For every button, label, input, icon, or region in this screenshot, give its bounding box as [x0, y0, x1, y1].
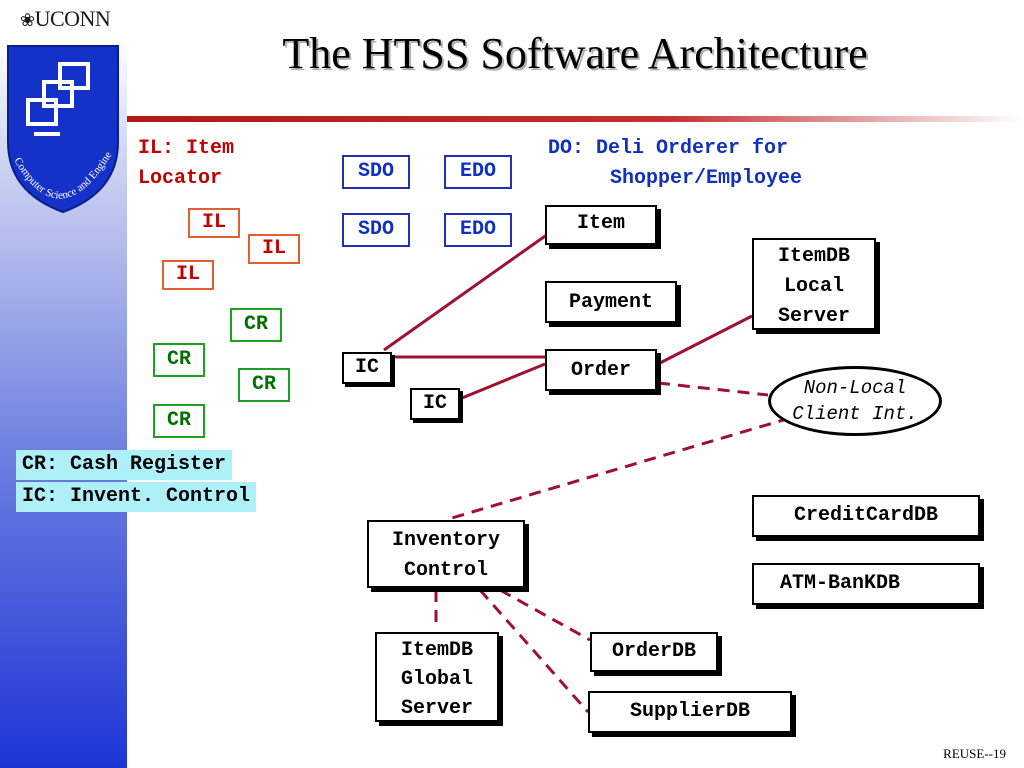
non-local-client-int-node: Non-Local Client Int. — [768, 366, 942, 436]
itemdb-global-line1: ItemDB — [400, 639, 473, 662]
dash-inventory-orderdb — [499, 588, 591, 642]
il-box: IL — [188, 208, 240, 238]
cr-box: CR — [153, 343, 205, 377]
ic-box: IC — [342, 352, 392, 384]
line-ic1-item — [383, 232, 549, 352]
non-local-line2: Client Int. — [792, 403, 918, 425]
itemdb-global-line2: Global — [400, 668, 473, 691]
ic-box: IC — [410, 388, 460, 420]
oak-leaf-icon: ❀ — [20, 10, 35, 30]
il-box: IL — [162, 260, 214, 290]
uconn-logo: ❀UCONN — [20, 6, 111, 32]
itemdb-global-line3: Server — [400, 697, 473, 720]
legend-ic: IC: Invent. Control — [16, 482, 257, 512]
do-label-line2: Shopper/Employee — [610, 167, 803, 190]
il-label-line2: Locator — [138, 167, 223, 190]
inventory-control-box: Inventory Control — [367, 520, 525, 588]
university-name: UCONN — [34, 6, 111, 31]
line-ic2-order — [461, 362, 546, 400]
edo-box: EDO — [444, 213, 512, 247]
do-label-line1: DO: Deli Orderer for — [548, 137, 789, 160]
dash-inventory-supplierdb — [478, 589, 590, 713]
sdo-box: SDO — [342, 213, 410, 247]
payment-box: Payment — [545, 281, 677, 323]
cr-box: CR — [238, 368, 290, 402]
itemdb-global-server-box: ItemDB Global Server — [375, 632, 499, 722]
monitor-stack-icon — [26, 62, 90, 136]
dash-nonlocal-inventory — [444, 416, 791, 522]
slide-title: The HTSS Software Architecture — [282, 29, 868, 78]
inventory-control-line2: Control — [403, 559, 488, 582]
slide-number: REUSE--19 — [943, 746, 1006, 761]
sdo-box: SDO — [342, 155, 410, 189]
non-local-line1: Non-Local — [803, 377, 907, 399]
dash-order-nonlocal — [657, 381, 769, 397]
itemdb-local-line1: ItemDB — [777, 245, 850, 268]
cse-shield-logo: Computer Science and Engineering — [0, 42, 119, 214]
orderdb-box: OrderDB — [590, 632, 718, 672]
order-box: Order — [545, 349, 657, 391]
edo-box: EDO — [444, 155, 512, 189]
cr-box: CR — [230, 308, 282, 342]
do-label: DO: Deli Orderer for Shopper/Employee — [548, 134, 802, 194]
inventory-control-line1: Inventory — [391, 529, 501, 552]
atm-bankdb-box: ATM-BanKDB — [752, 563, 980, 605]
itemdb-local-server-box: ItemDB Local Server — [752, 238, 876, 330]
itemdb-local-line2: Local — [783, 275, 844, 298]
cr-box: CR — [153, 404, 205, 438]
line-order-itemdb-local — [657, 314, 753, 366]
il-label-line1: IL: Item — [138, 137, 235, 160]
title-underline — [127, 116, 1024, 122]
il-box: IL — [248, 234, 300, 264]
il-label: IL: Item Locator — [138, 134, 234, 194]
itemdb-local-line3: Server — [777, 305, 850, 328]
legend-cr: CR: Cash Register — [16, 450, 233, 480]
item-box: Item — [545, 205, 657, 245]
creditcarddb-box: CreditCardDB — [752, 495, 980, 537]
supplierdb-box: SupplierDB — [588, 691, 792, 733]
